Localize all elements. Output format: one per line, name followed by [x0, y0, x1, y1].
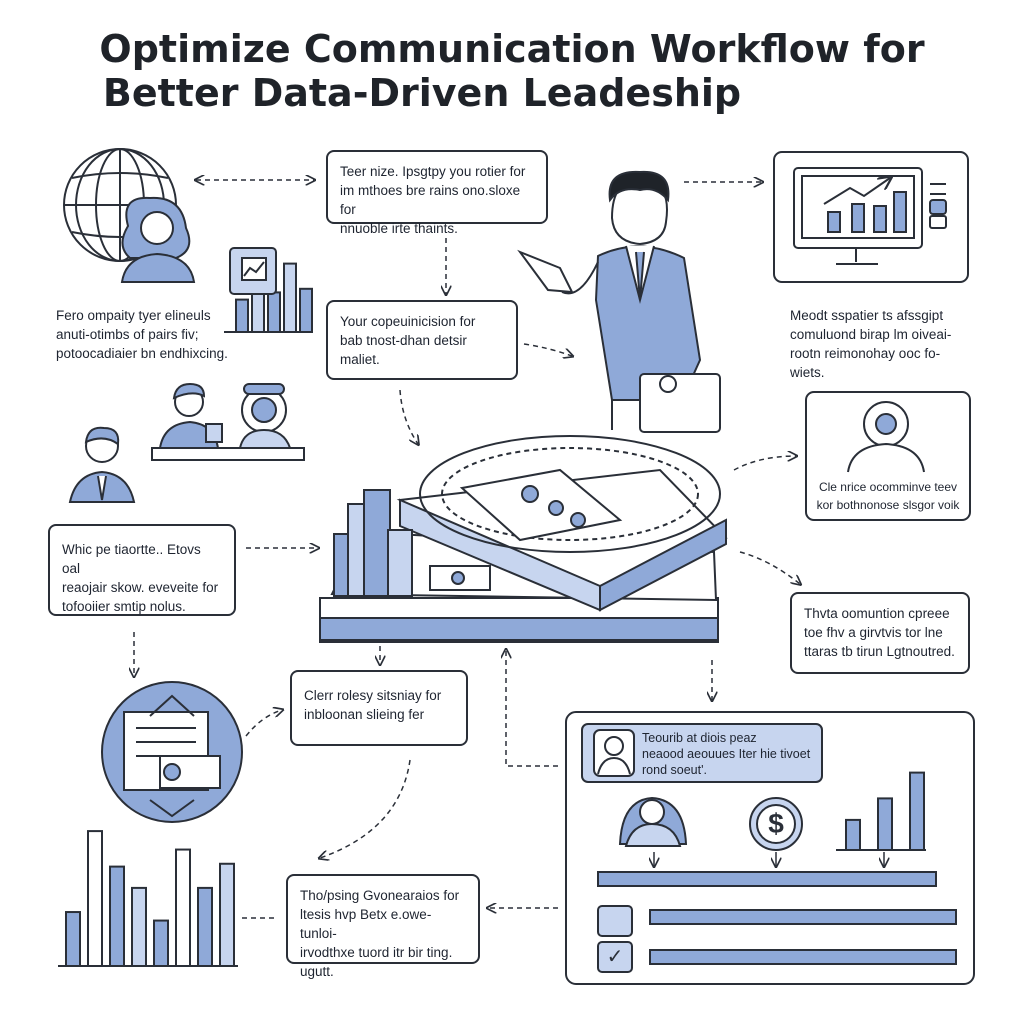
note-box-top-center: Teer nize. Ipsgtpy you rotier for im mth… [326, 150, 548, 236]
note-line: Your copeuinicision for [340, 314, 476, 329]
note-line: Thvta oomuntion cpreee [804, 606, 950, 621]
tools-icon [597, 905, 633, 937]
bar [65, 911, 81, 967]
bar [267, 291, 281, 333]
note-line: anuti-otimbs of pairs fiv; [56, 327, 199, 342]
dollar-coin-icon [749, 797, 803, 851]
note-line: irvodthxe tuord itr bir ting. [300, 945, 453, 960]
user-card-caption: Cle nrice ocomminve teev kor bothnonose … [810, 478, 966, 514]
checkmark-icon [597, 941, 633, 973]
note-line: potoocadiaier bn endhixcing. [56, 346, 228, 361]
note-line: Cle nrice ocomminve teev [818, 480, 958, 494]
woman-avatar [120, 196, 196, 283]
page-title-line-1: Optimize Communication Workflow for [99, 27, 925, 71]
note-line: rootn reimonohay ooc fo- [790, 346, 941, 361]
note-line: neaood aeouues Iter hie tivoet [642, 747, 811, 761]
note-line: ttaras tb tirun Lgtnoutred. [804, 644, 955, 659]
note-text-top-left: Fero ompaity tyer elineuls anuti-otimbs … [56, 306, 246, 363]
note-box-left: Whic pe tiaortte.. Etovs oal reaojair sk… [48, 524, 236, 616]
team-icon [618, 796, 688, 847]
profile-icon [593, 729, 635, 777]
note-line: Whic pe tiaortte.. Etovs oal [62, 542, 201, 576]
progress-bar-middle [649, 909, 957, 925]
note-line: Teer nize. Ipsgtpy you rotier for [340, 164, 526, 179]
dollar-glyph: $ [768, 808, 784, 839]
progress-bar-top [597, 871, 937, 887]
monitor-chart-icon [793, 167, 947, 265]
bar [175, 848, 191, 967]
bar [109, 865, 125, 967]
note-line: ugutt. [300, 964, 334, 979]
note-line: Teourib at diois peaz [642, 731, 757, 745]
bar [877, 797, 893, 852]
chart-frame-icon [229, 247, 277, 295]
bottom-bar-chart [65, 830, 235, 968]
central-data-hub [319, 435, 728, 643]
note-line: maliet. [340, 352, 380, 367]
dashboard-callout-text: Teourib at diois peaz neaood aeouues Ite… [642, 730, 818, 778]
bar [845, 818, 861, 852]
note-line: kor bothnonose slsgor voik [816, 498, 960, 512]
note-text-top-right: Meodt sspatier ts afssgipt comuluond bir… [790, 306, 970, 382]
note-line: toe fhv a girvtvis tor lne [804, 625, 943, 640]
note-line: nnuoble irte thaints. [340, 221, 458, 236]
note-line: wiets. [790, 365, 825, 380]
note-box-center: Clerr rolesy sitsniay for inbloonan slie… [290, 670, 468, 746]
note-line: Tho/psing Gvonearaios for [300, 888, 460, 903]
bar [153, 919, 169, 967]
bar [909, 771, 925, 851]
dashboard-callout [581, 723, 823, 783]
user-silhouette-icon [847, 401, 925, 473]
check-glyph: ✓ [606, 946, 624, 968]
note-line: Meodt sspatier ts afssgipt [790, 308, 944, 323]
bar [299, 287, 313, 333]
bar [219, 862, 235, 968]
dashboard-bar-chart [845, 771, 925, 852]
man-avatar [68, 426, 136, 503]
note-line: rond soeut'. [642, 763, 707, 777]
bar [283, 262, 297, 334]
flow-arrows [134, 180, 884, 919]
note-line: reaojair skow. eveveite for [62, 580, 219, 595]
note-line: ltesis hvp Betx e.owe-tunloi- [300, 907, 432, 941]
document-circle-icon [101, 681, 243, 823]
note-line: Clerr rolesy sitsniay for [304, 688, 442, 703]
progress-bar-bottom [649, 949, 957, 965]
note-line: inbloonan slieing fer [304, 707, 425, 722]
meeting-people-icon [151, 382, 305, 461]
note-line: bab tnost-dhan detsir [340, 333, 467, 348]
bar [87, 830, 103, 967]
note-line: tofooiier smtip nolus. [62, 599, 186, 614]
note-box-right: Thvta oomuntion cpreee toe fhv a girvtvi… [790, 592, 970, 674]
bar [131, 886, 147, 968]
note-box-bottom: Tho/psing Gvonearaios for ltesis hvp Bet… [286, 874, 480, 979]
note-box-mid-center: Your copeuinicision for bab tnost-dhan d… [326, 300, 518, 380]
note-line: im mthoes bre rains ono.sloxe for [340, 183, 521, 217]
businessman-figure [517, 170, 721, 433]
bar [197, 886, 213, 968]
page-title-line-2: Better Data-Driven Leadeship [102, 71, 742, 115]
note-line: Fero ompaity tyer elineuls [56, 308, 211, 323]
note-line: comuluond birap lm oiveai- [790, 327, 952, 342]
